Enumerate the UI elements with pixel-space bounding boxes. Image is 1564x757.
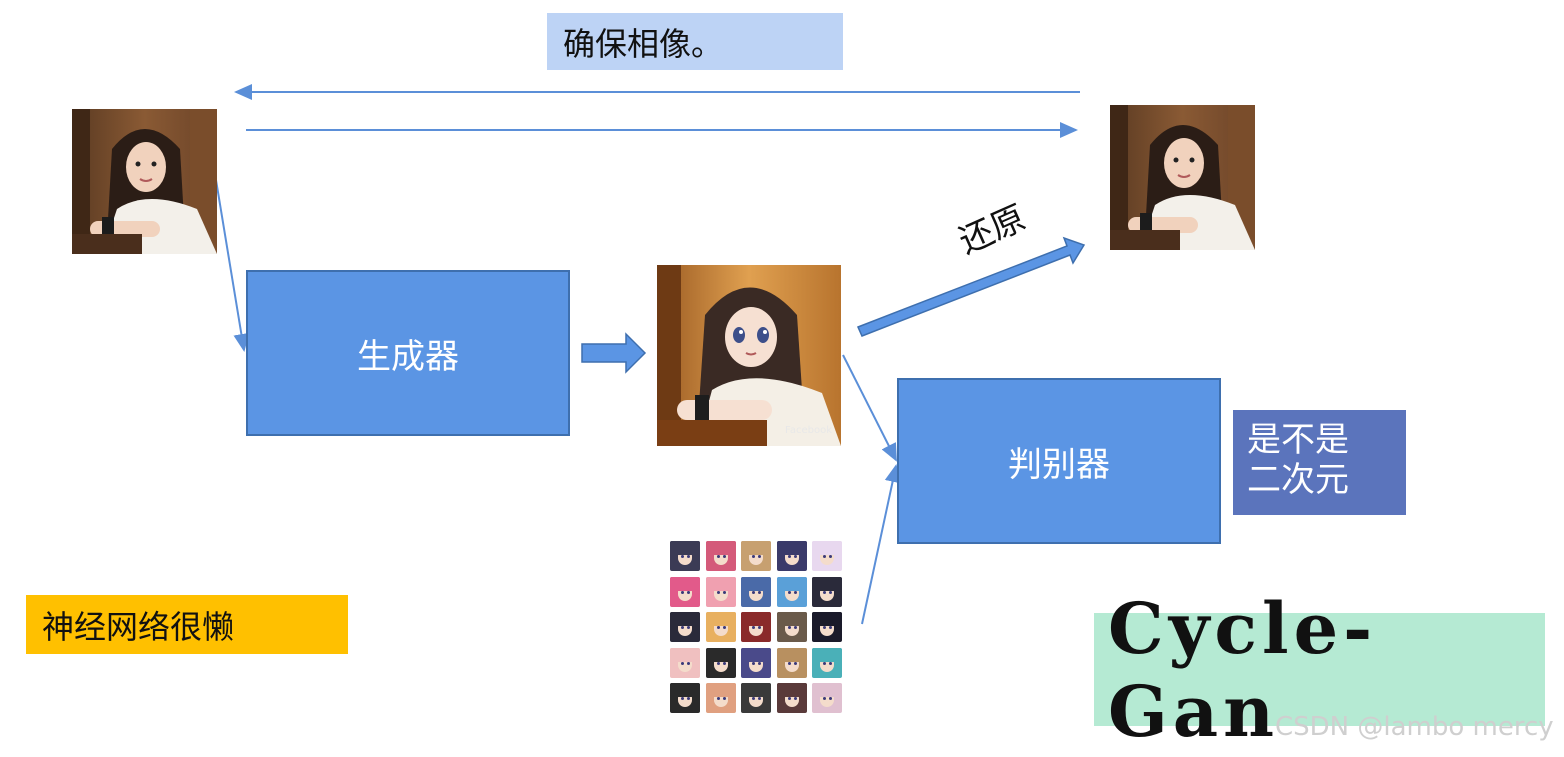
top-note: 确保相像。 — [547, 13, 843, 70]
anime-faces-dataset-icon — [670, 541, 842, 713]
anime-face-tile — [776, 541, 807, 571]
anime-face-tile — [741, 612, 771, 642]
anime-face-tile — [776, 612, 807, 642]
watermark-text: CSDN @lambo mercy — [1275, 712, 1554, 742]
anime-face-tile — [670, 612, 700, 642]
anime-face-tile — [776, 576, 807, 607]
anime-face-tile — [812, 647, 842, 678]
photo-anime-girl-icon: Facebook — [657, 265, 841, 446]
lazy-note-text: 神经网络很懒 — [42, 607, 235, 646]
anime-face-tile — [705, 647, 736, 678]
title-box: Cycle-Gan — [1094, 587, 1545, 753]
anime-face-tile — [812, 576, 842, 607]
question-box: 是不是 二次元 — [1233, 410, 1406, 515]
anime-face-tile — [776, 647, 807, 678]
photo-real-girl-icon — [1110, 105, 1255, 250]
question-line2: 二次元 — [1247, 460, 1349, 500]
real-photo-output — [1110, 105, 1255, 250]
anime-face-tile — [741, 683, 771, 713]
block-arrow-restore — [856, 236, 1086, 337]
anime-portrait: Facebook — [657, 265, 841, 446]
title-text: Cycle-Gan — [1108, 586, 1378, 753]
real-photo-input — [72, 109, 217, 254]
anime-face-tile — [670, 683, 700, 713]
anime-face-tile — [670, 647, 700, 678]
discriminator-box: 判别器 — [897, 378, 1221, 544]
block-arrow-generator-output — [581, 332, 647, 374]
anime-face-tile — [705, 576, 736, 607]
anime-face-tile — [776, 683, 807, 713]
anime-faces-dataset — [670, 541, 842, 713]
anime-face-tile — [741, 576, 771, 607]
question-line1: 是不是 — [1247, 420, 1349, 460]
anime-face-tile — [812, 612, 842, 642]
anime-face-tile — [812, 683, 842, 713]
anime-face-tile — [670, 541, 700, 571]
generator-label: 生成器 — [357, 336, 459, 377]
anime-face-tile — [705, 683, 736, 713]
anime-watermark: Facebook — [785, 425, 832, 436]
anime-face-tile — [741, 647, 771, 678]
anime-face-tile — [705, 541, 736, 571]
generator-box: 生成器 — [246, 270, 570, 436]
photo-real-girl-icon — [72, 109, 217, 254]
discriminator-label: 判别器 — [1008, 444, 1110, 485]
arrow-photo-to-generator — [215, 179, 250, 352]
csdn-watermark: CSDN @lambo mercy — [1275, 712, 1560, 742]
anime-face-tile — [741, 541, 771, 571]
arrow-dataset-to-discriminator — [861, 464, 901, 625]
anime-face-tile — [705, 612, 736, 642]
top-note-text: 确保相像。 — [563, 24, 724, 63]
lazy-note: 神经网络很懒 — [26, 595, 348, 654]
arrow-anime-to-discriminator — [842, 354, 897, 462]
anime-face-tile — [812, 541, 842, 571]
anime-face-tile — [670, 576, 700, 607]
